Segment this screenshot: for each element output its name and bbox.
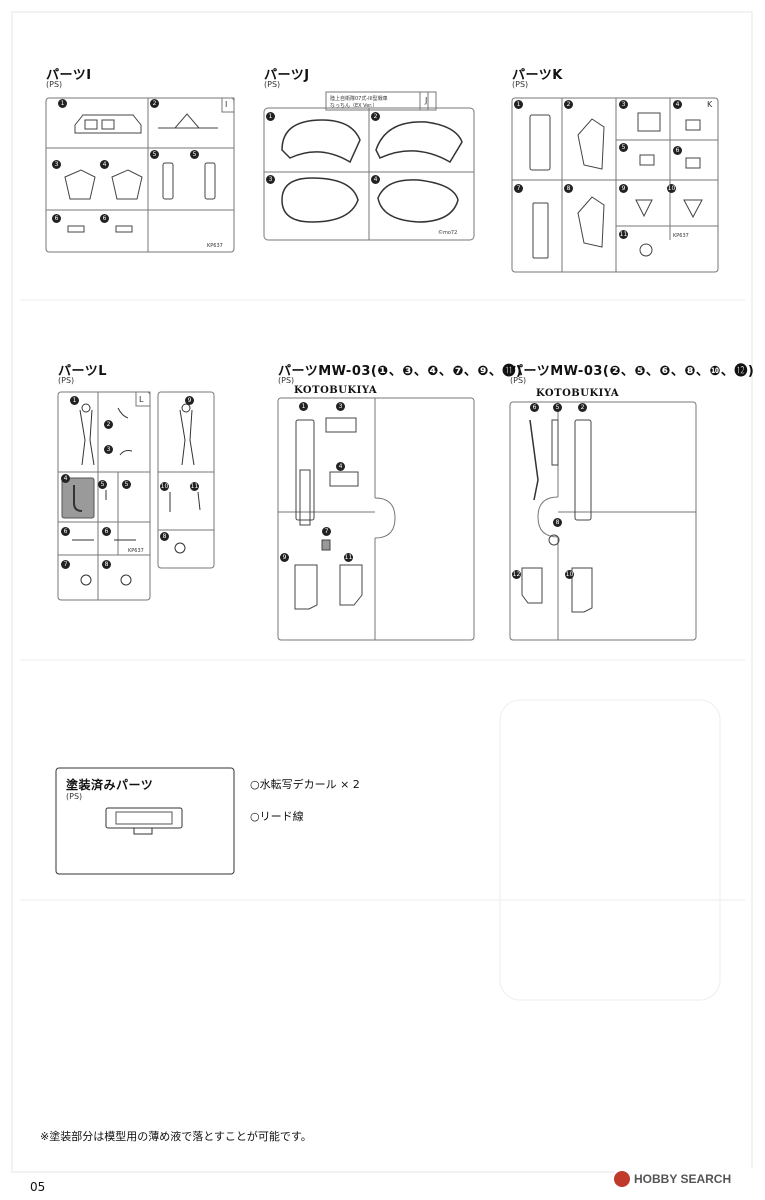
parts-j-title: パーツJ [264, 68, 310, 83]
part-number: 10 [667, 184, 676, 193]
part-number: 5 [619, 143, 628, 152]
page-number: 05 [30, 1180, 46, 1194]
part-number: 2 [104, 420, 113, 429]
parts-mw03-b-title: パーツMW-03(❷、❺、❻、❽、❿、⓬) [510, 364, 755, 379]
part-number: 9 [185, 396, 194, 405]
parts-k-letter: K [707, 100, 713, 109]
part-number: 1 [266, 112, 275, 121]
parts-l-letter: L [139, 395, 144, 404]
kotobukiya-logo: KOTOBUKIYA [294, 385, 378, 396]
part-number: 4 [336, 462, 345, 471]
parts-mw03-b-runner [509, 401, 697, 641]
parts-j-runner [263, 91, 475, 241]
part-number: 4 [61, 474, 70, 483]
part-number: 3 [52, 160, 61, 169]
part-number: 2 [150, 99, 159, 108]
painted-parts-box [55, 767, 235, 875]
watermark-text: HOBBY SEARCH [634, 1172, 732, 1186]
part-number: 5 [98, 480, 107, 489]
part-number: 6 [102, 527, 111, 536]
parts-i-runner [45, 97, 235, 253]
part-number: 6 [100, 214, 109, 223]
part-number: 1 [514, 100, 523, 109]
parts-j-copyright: ©mo72 [438, 230, 458, 236]
part-number: 8 [553, 518, 562, 527]
part-number: 2 [371, 112, 380, 121]
part-number: 1 [299, 402, 308, 411]
parts-j-label-line2: なっちん（EX Ver.） [330, 103, 378, 109]
part-number: 5 [122, 480, 131, 489]
parts-mw03-a-material: (PS) [278, 376, 295, 385]
part-number: 7 [514, 184, 523, 193]
parts-l-code: KP637 [128, 548, 144, 554]
part-number: 3 [336, 402, 345, 411]
part-number: 6 [673, 146, 682, 155]
part-number: 1 [70, 396, 79, 405]
part-number: 5 [150, 150, 159, 159]
part-number: 2 [578, 403, 587, 412]
parts-k-material: (PS) [512, 80, 529, 89]
part-number: 12 [512, 570, 521, 579]
parts-k-code: KP637 [673, 233, 689, 239]
part-number: 6 [52, 214, 61, 223]
footnote: ※塗装部分は模型用の薄め液で落とすことが可能です。 [40, 1130, 312, 1143]
part-number: 4 [673, 100, 682, 109]
parts-l-title: パーツL [58, 364, 108, 379]
part-number: 10 [565, 570, 574, 579]
part-number: 7 [61, 560, 70, 569]
parts-l-runner [57, 391, 215, 601]
part-number: 8 [564, 184, 573, 193]
parts-j-label-line1: 陸上自衛隊07式-III型戦車 [330, 96, 388, 102]
parts-i-material: (PS) [46, 80, 63, 89]
decal-item: ○水転写デカール × 2 [250, 778, 360, 791]
parts-j-letter: J [425, 96, 428, 105]
part-number: 3 [266, 175, 275, 184]
part-number: 8 [102, 560, 111, 569]
part-number: 11 [190, 482, 199, 491]
part-number: 4 [371, 175, 380, 184]
part-number: 1 [58, 99, 67, 108]
part-number: 4 [100, 160, 109, 169]
part-number: 3 [104, 445, 113, 454]
part-number: 9 [280, 553, 289, 562]
hobbysearch-logo-icon [614, 1171, 630, 1187]
part-number: 9 [619, 184, 628, 193]
part-number: 3 [619, 100, 628, 109]
watermark: HOBBY SEARCH [614, 1168, 762, 1192]
part-number: 11 [619, 230, 628, 239]
parts-k-runner [511, 97, 719, 273]
part-number: 11 [344, 553, 353, 562]
part-number: 6 [530, 403, 539, 412]
painted-parts-title: 塗装済みパーツ [66, 778, 154, 792]
parts-j-material: (PS) [264, 80, 281, 89]
parts-mw03-a-title: パーツMW-03(❶、❸、❹、❼、❾、⓫) [278, 364, 523, 379]
painted-parts-material: (PS) [66, 792, 83, 801]
parts-l-material: (PS) [58, 376, 75, 385]
part-number: 2 [564, 100, 573, 109]
parts-mw03-a-runner [277, 397, 475, 641]
part-number: 5 [190, 150, 199, 159]
kotobukiya-logo: KOTOBUKIYA [536, 388, 620, 399]
parts-k-title: パーツK [512, 68, 563, 83]
part-number: 8 [160, 532, 169, 541]
part-number: 7 [322, 527, 331, 536]
part-number: 5 [553, 403, 562, 412]
parts-i-code: KP637 [207, 243, 223, 249]
part-number: 10 [160, 482, 169, 491]
parts-mw03-b-material: (PS) [510, 376, 527, 385]
part-number: 6 [61, 527, 70, 536]
lead-wire-item: ○リード線 [250, 810, 304, 823]
parts-i-letter: I [225, 100, 228, 109]
parts-i-title: パーツI [46, 68, 92, 83]
